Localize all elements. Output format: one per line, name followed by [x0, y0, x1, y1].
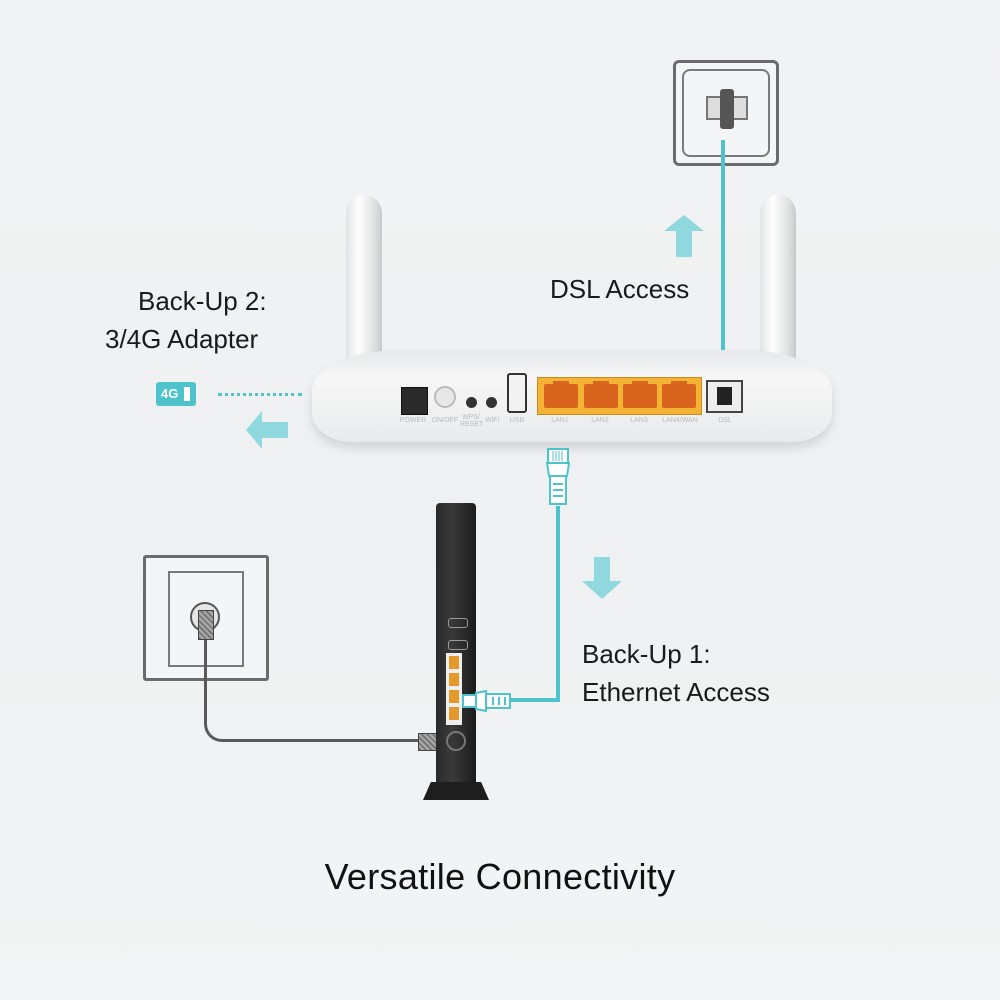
4g-usb-adapter-icon: 4G: [156, 382, 196, 406]
coax-cable: [204, 640, 420, 742]
port-label-dsl: DSL: [718, 417, 732, 424]
ethernet-cable-horizontal: [508, 698, 560, 702]
backup2-label-line1: Back-Up 2:: [138, 286, 267, 316]
arrow-down-icon: [582, 557, 622, 599]
page-title: Versatile Connectivity: [324, 856, 676, 897]
port-label-lan3: LAN3: [630, 417, 648, 424]
port-label-wifi: WiFi: [485, 417, 499, 424]
ethernet-plug-modem-icon: [462, 690, 511, 712]
port-label-usb: USB: [509, 417, 525, 424]
ethernet-cable-vertical: [556, 506, 560, 702]
port-label-wps-reset: WPS/ RESET: [460, 414, 484, 428]
power-port: [401, 387, 428, 415]
dsl-port: [706, 380, 743, 413]
cable-modem: [436, 503, 476, 798]
power-button: [434, 386, 456, 408]
lan3-port: [623, 381, 657, 408]
lan2-port: [584, 381, 618, 408]
modem-lan-ports: [446, 653, 462, 725]
modem-usb-port-1: [448, 618, 468, 628]
wifi-button: [486, 397, 497, 408]
dsl-wall-plate-inner: [682, 69, 770, 157]
modem-stand: [423, 782, 489, 800]
4g-badge-text: 4G: [161, 386, 179, 401]
wps-reset-button: [466, 397, 477, 408]
dsl-wall-plate: [673, 60, 779, 166]
arrow-up-icon: [664, 215, 704, 257]
ethernet-plug-top-icon: [545, 448, 571, 505]
port-label-onoff: ON/OFF: [431, 417, 459, 424]
dsl-cable: [721, 140, 725, 385]
lan4-wan-port: [662, 381, 696, 408]
backup1-label-line2: Ethernet Access: [582, 677, 770, 707]
modem-coax-port: [446, 731, 466, 751]
port-label-lan1: LAN1: [551, 417, 569, 424]
port-label-lan2: LAN2: [591, 417, 609, 424]
dsl-access-label: DSL Access: [550, 274, 690, 304]
phone-plug-icon: [720, 89, 734, 129]
port-label-power: POWER: [399, 417, 427, 424]
lan1-port: [544, 381, 578, 408]
wireless-dotted-line: [218, 393, 302, 396]
lan-ports: [537, 377, 702, 415]
backup1-label-line1: Back-Up 1:: [582, 639, 711, 669]
port-label-lan4-wan: LAN4/WAN: [662, 417, 698, 424]
modem-usb-port-2: [448, 640, 468, 650]
coax-plug-icon: [198, 610, 214, 640]
backup2-label-line2: 3/4G Adapter: [105, 324, 259, 354]
arrow-left-icon: [246, 411, 288, 449]
usb-port: [507, 373, 527, 413]
